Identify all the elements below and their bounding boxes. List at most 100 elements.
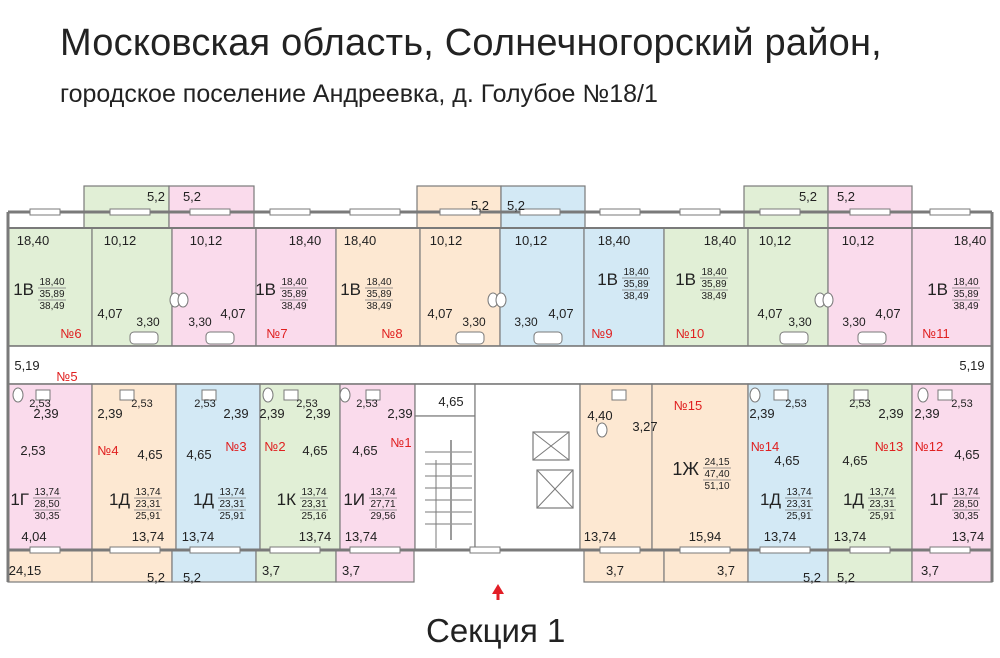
- area-with-balcony: 25,91: [786, 511, 811, 522]
- room-area-label: 2,39: [33, 406, 58, 421]
- room-area-label: 10,12: [759, 233, 792, 248]
- room-area-label: 5,19: [959, 358, 984, 373]
- area-living: 18,40: [366, 277, 391, 288]
- room-area-label: 15,94: [689, 529, 722, 544]
- room-area-label: 10,12: [190, 233, 223, 248]
- balcony: [7, 549, 93, 583]
- room: [827, 383, 913, 551]
- area-total: 28,50: [34, 499, 59, 510]
- room-area-label: 2,53: [296, 398, 317, 410]
- bathtub-icon: [455, 331, 485, 345]
- apartment-number: №13: [875, 439, 903, 454]
- room-area-label: 13,74: [834, 529, 867, 544]
- room-area-label: 2,53: [951, 398, 972, 410]
- area-total: 35,89: [366, 289, 391, 300]
- room-area-label: 3,30: [462, 315, 486, 329]
- apartment-number: №2: [264, 439, 285, 454]
- balcony: [743, 185, 829, 229]
- sink-icon: [853, 389, 869, 401]
- room-area-label: 18,40: [598, 233, 631, 248]
- area-with-balcony: 38,49: [623, 291, 648, 302]
- sink-icon: [119, 389, 135, 401]
- balcony: [827, 185, 913, 229]
- window: [849, 208, 891, 216]
- page-subtitle: городское поселение Андреевка, д. Голубо…: [60, 80, 658, 108]
- apartment-type-label: 1В: [927, 280, 948, 299]
- bathtub-icon: [533, 331, 563, 345]
- window: [269, 546, 321, 554]
- apartment-type-label: 1В: [13, 280, 34, 299]
- room-area-label: 2,39: [749, 406, 774, 421]
- apartment-type-label: 1Д: [193, 490, 214, 509]
- room-area-label: 5,2: [837, 570, 855, 585]
- window: [109, 208, 151, 216]
- room-area-label: 5,19: [14, 358, 39, 373]
- window: [929, 208, 971, 216]
- balcony: [500, 185, 586, 229]
- apartment-type-label: 1Д: [760, 490, 781, 509]
- window: [469, 546, 501, 554]
- area-total: 35,89: [701, 279, 726, 290]
- area-with-balcony: 38,49: [39, 301, 64, 312]
- area-living: 18,40: [281, 277, 306, 288]
- apartment-number: №8: [381, 326, 402, 341]
- area-living: 13,74: [135, 487, 160, 498]
- area-total: 35,89: [281, 289, 306, 300]
- area-total: 23,31: [869, 499, 894, 510]
- balcony: [663, 549, 749, 583]
- window: [349, 208, 401, 216]
- page-title: Московская область, Солнечногорский райо…: [60, 22, 882, 64]
- apartment-type-label: 1И: [343, 490, 365, 509]
- sink-icon: [35, 389, 51, 401]
- window: [109, 546, 161, 554]
- window: [929, 546, 971, 554]
- area-with-balcony: 51,10: [704, 481, 729, 492]
- apartment-number: №6: [60, 326, 81, 341]
- room-area-label: 4,07: [97, 306, 122, 321]
- elevator-hall: [474, 383, 581, 551]
- room-area-label: 3,7: [717, 563, 735, 578]
- room-area-label: 3,7: [342, 563, 360, 578]
- room: [747, 383, 829, 551]
- room-area-label: 2,39: [305, 406, 330, 421]
- room-area-label: 4,65: [438, 394, 463, 409]
- area-total: 23,31: [135, 499, 160, 510]
- room-area-label: 13,74: [952, 529, 985, 544]
- room-area-label: 2,39: [878, 406, 903, 421]
- area-total: 23,31: [786, 499, 811, 510]
- area-with-balcony: 25,91: [135, 511, 160, 522]
- elevator-icon: [532, 431, 570, 461]
- area-living: 18,40: [623, 267, 648, 278]
- bathtub-icon: [857, 331, 887, 345]
- area-total: 28,50: [953, 499, 978, 510]
- staircase: [414, 415, 476, 551]
- room-area-label: 2,53: [356, 398, 377, 410]
- room-area-label: 4,07: [427, 306, 452, 321]
- area-with-balcony: 29,56: [370, 511, 395, 522]
- room-area-label: 5,2: [471, 198, 489, 213]
- room: [651, 383, 749, 551]
- sink-icon: [611, 389, 627, 401]
- arrow-up-icon: [492, 584, 504, 594]
- room-area-label: 5,2: [803, 570, 821, 585]
- area-living: 18,40: [39, 277, 64, 288]
- area-with-balcony: 25,91: [869, 511, 894, 522]
- window: [189, 208, 231, 216]
- bathtub-icon: [205, 331, 235, 345]
- bathtub-icon: [779, 331, 809, 345]
- room-area-label: 10,12: [842, 233, 875, 248]
- elevator-icon: [536, 469, 574, 509]
- area-total: 35,89: [39, 289, 64, 300]
- apartment-number: №1: [390, 435, 411, 450]
- area-with-balcony: 38,49: [281, 301, 306, 312]
- room-area-label: 4,65: [302, 443, 327, 458]
- area-total: 35,89: [953, 289, 978, 300]
- room: [7, 227, 93, 347]
- room-area-label: 4,07: [875, 306, 900, 321]
- balcony: [747, 549, 829, 583]
- room-area-label: 5,2: [507, 198, 525, 213]
- area-with-balcony: 38,49: [366, 301, 391, 312]
- room-area-label: 3,7: [921, 563, 939, 578]
- area-total: 35,89: [623, 279, 648, 290]
